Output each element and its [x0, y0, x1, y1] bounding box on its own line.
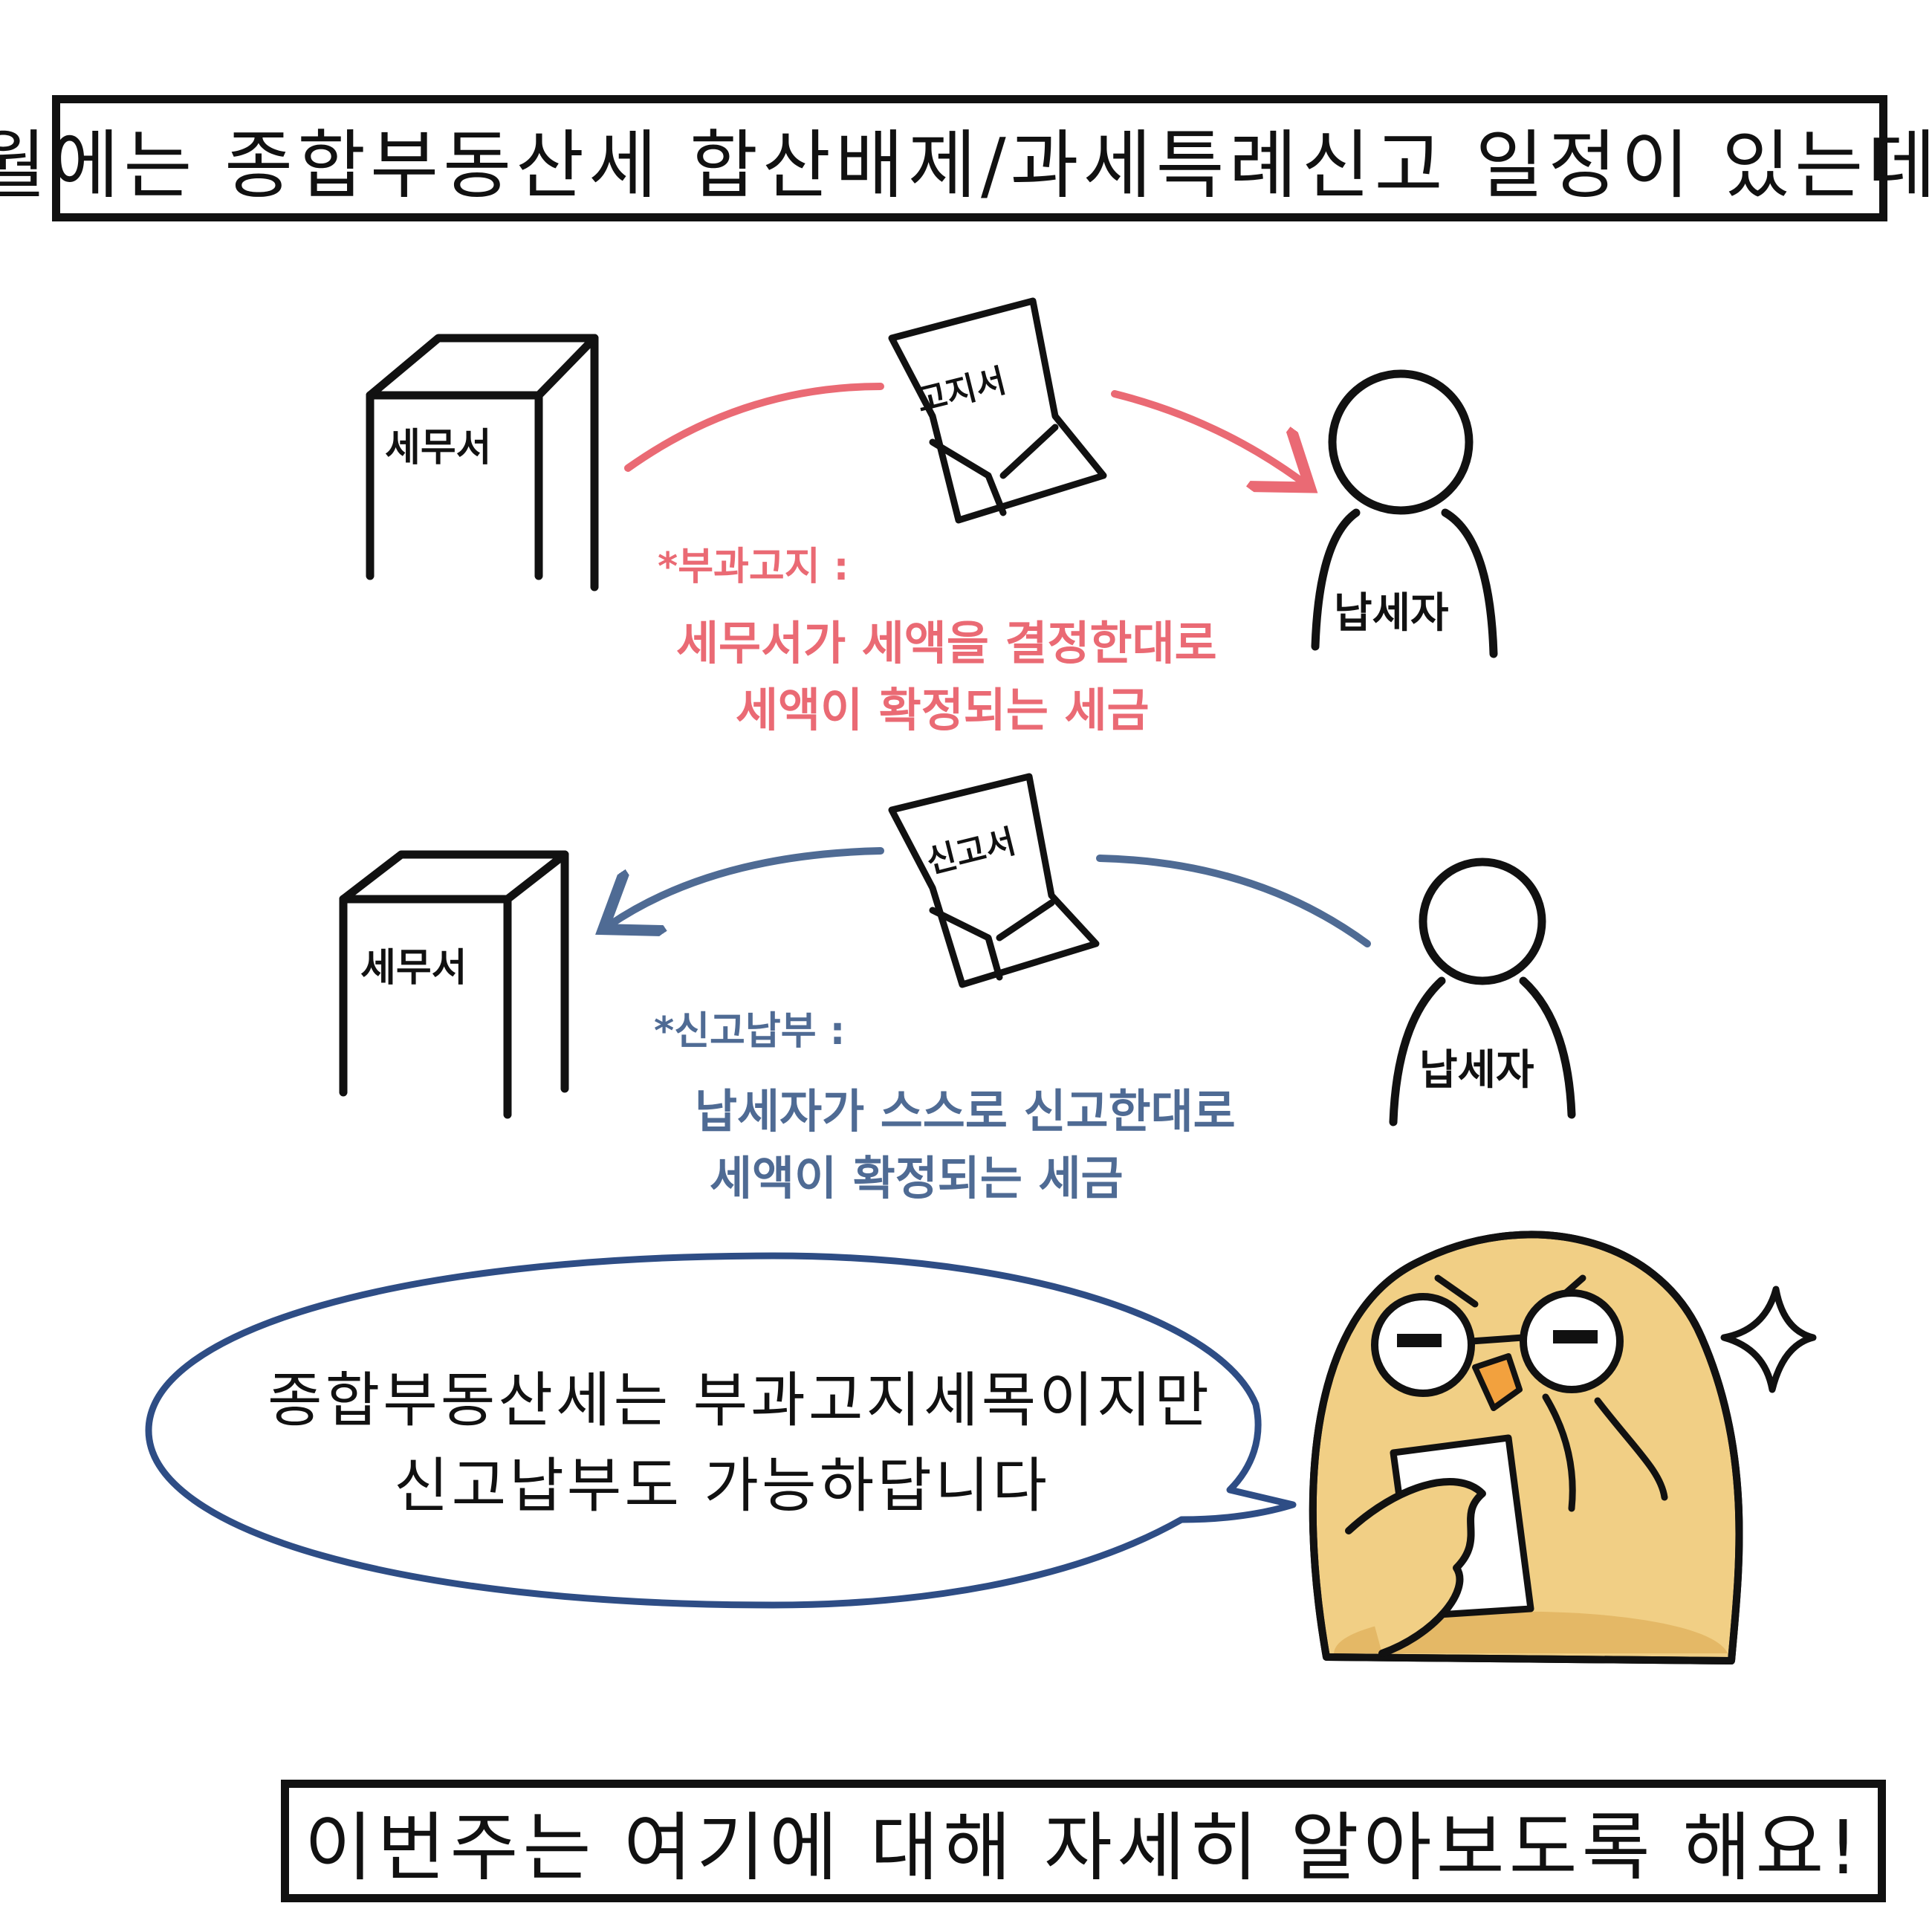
- footer-caption: 이번주는 여기에 대해 자세히 알아보도록 해요!: [304, 1804, 1863, 1891]
- filing-note-line1: 납세자가 스스로 신고한대로: [695, 1084, 1236, 1138]
- bird-character: [1309, 1231, 1743, 1664]
- speech-line-1: 종합부동산세는 부과고지세목이지만: [268, 1366, 1213, 1435]
- header-caption: 9월에는 종합부동산세 합산배제/과세특례신고 일정이 있는데요: [0, 121, 1932, 209]
- sparkle-icon: [1720, 1286, 1817, 1393]
- taxpayer-label-bottom: 납세자: [1419, 1046, 1534, 1095]
- notice-document-icon: [888, 297, 1107, 524]
- tax-office-building-top: [366, 334, 599, 591]
- header-caption-box: 9월에는 종합부동산세 합산배제/과세특례신고 일정이 있는데요: [0, 95, 1932, 221]
- filing-note-title: *신고납부 :: [654, 1009, 846, 1054]
- filing-note-line2: 세액이 확정되는 세금: [710, 1151, 1124, 1205]
- filing-document-icon: [888, 773, 1100, 988]
- notice-note-line2: 세액이 확정되는 세금: [736, 683, 1150, 737]
- filing-arrow-tail: [1096, 855, 1371, 947]
- notice-arrow-head: [1111, 390, 1304, 483]
- taxpayer-figure-bottom: [1389, 858, 1576, 1127]
- tax-office-label-bottom: 세무서: [360, 946, 467, 991]
- notice-arrow: [624, 383, 884, 472]
- notice-note-line1: 세무서가 세액을 결정한대로: [676, 616, 1217, 670]
- notice-note-title: *부과고지 :: [658, 545, 849, 589]
- taxpayer-label-top: 납세자: [1334, 589, 1449, 638]
- speech-bubble: [145, 1252, 1297, 1609]
- tax-office-building-bottom: [339, 850, 569, 1119]
- tax-office-label-top: 세무서: [385, 426, 492, 470]
- speech-line-2: 신고납부도 가능하답니다: [394, 1451, 1051, 1520]
- filing-arrow: [609, 847, 884, 925]
- footer-caption-box: 이번주는 여기에 대해 자세히 알아보도록 해요!: [281, 1780, 1886, 1902]
- taxpayer-figure-top: [1311, 369, 1498, 658]
